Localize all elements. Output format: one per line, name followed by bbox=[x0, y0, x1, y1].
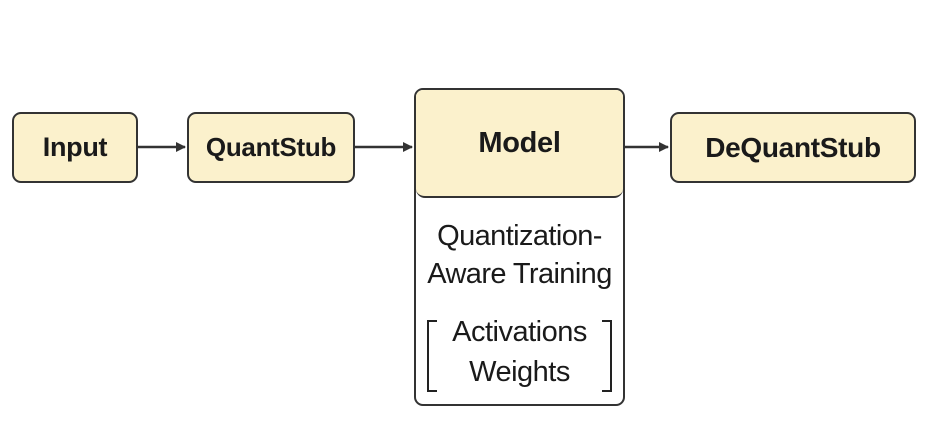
quantstub-node: QuantStub bbox=[187, 112, 355, 183]
activations-label: Activations bbox=[452, 316, 587, 348]
model-node: Model Quantization- Aware Training Activ… bbox=[414, 88, 625, 406]
model-node-header: Model bbox=[416, 90, 623, 198]
left-bracket bbox=[427, 320, 437, 392]
model-node-label: Model bbox=[478, 126, 561, 159]
dequantstub-node-label: DeQuantStub bbox=[705, 131, 881, 163]
weights-label: Weights bbox=[469, 356, 570, 388]
input-node-label: Input bbox=[42, 132, 108, 162]
right-bracket bbox=[602, 320, 612, 392]
qat-label-line-1: Quantization- bbox=[437, 220, 602, 252]
qat-label-line-2: Aware Training bbox=[427, 258, 612, 290]
quantstub-node-label: QuantStub bbox=[205, 132, 337, 162]
dequantstub-node: DeQuantStub bbox=[670, 112, 916, 183]
input-node: Input bbox=[12, 112, 138, 183]
